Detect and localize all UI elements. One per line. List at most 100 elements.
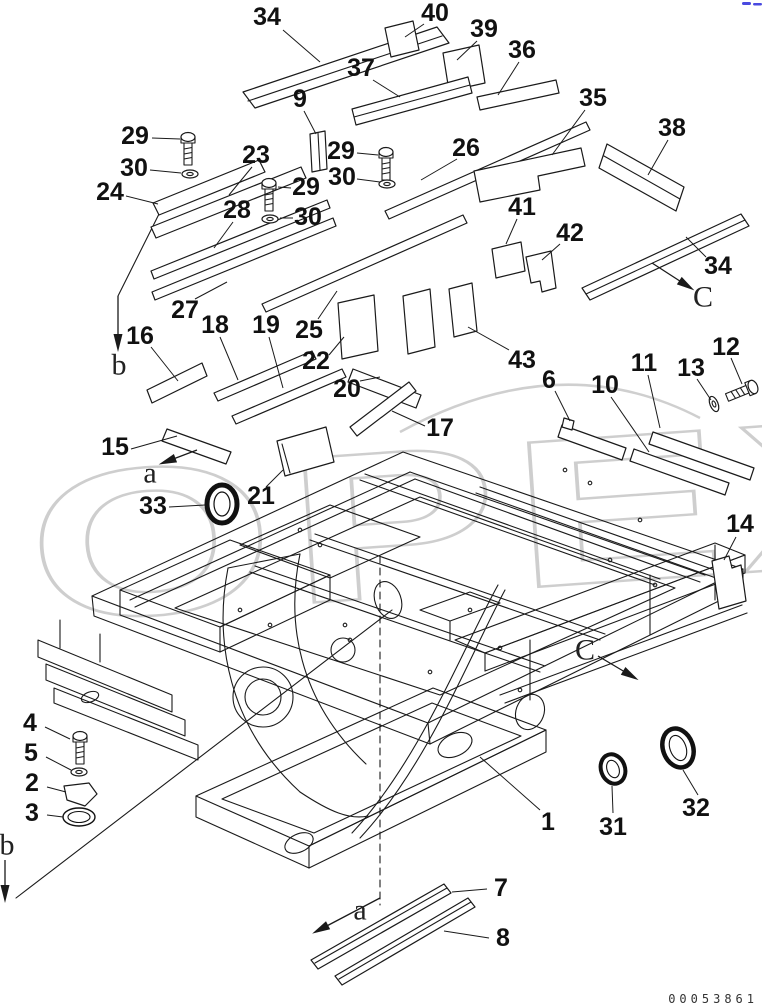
callout-leader-line (213, 221, 234, 249)
callout-leader-line (282, 29, 321, 63)
view-arrow-head (0, 885, 10, 903)
part-42-plate (525, 250, 557, 293)
callout-leader-line (46, 814, 64, 818)
part-callout-25: 25 (295, 316, 323, 344)
document-number: 00053861 (668, 992, 758, 1006)
part-callout-1: 1 (541, 808, 555, 836)
part-6-bracket (557, 424, 627, 461)
callout-leader-line (467, 326, 510, 351)
part-callout-30: 30 (120, 154, 148, 182)
part-16-plate (146, 362, 208, 404)
part-43-plate-b (448, 282, 478, 338)
part-callout-13: 13 (677, 354, 705, 382)
callout-leader-line (219, 336, 239, 381)
view-label-a: a (143, 457, 156, 490)
part-31-seal (598, 752, 628, 786)
part-29-bolt (378, 146, 394, 181)
part-callout-33: 33 (139, 492, 167, 520)
callout-leader-line (685, 236, 707, 258)
callout-leader-line (151, 137, 181, 140)
callout-leader-line (46, 786, 67, 793)
part-callout-34: 34 (253, 3, 281, 31)
callout-leader-line (317, 290, 338, 320)
part-callout-3: 3 (25, 799, 39, 827)
part-callout-4: 4 (23, 709, 37, 737)
callout-leader-line (723, 536, 737, 561)
callout-leader-line (610, 396, 650, 453)
watermark: OPEX (19, 366, 762, 668)
bolt-hole-dots (237, 467, 658, 693)
part-callout-38: 38 (658, 114, 686, 142)
callout-leader-line (149, 169, 182, 174)
part-18-rail (213, 350, 317, 402)
callout-leader-line (303, 110, 317, 135)
part-callout-9: 9 (293, 85, 307, 113)
part-callout-6: 6 (542, 366, 556, 394)
part-43-plate-a (402, 288, 436, 355)
view-arrow-head (312, 921, 331, 934)
blue-scan-artifact (742, 2, 762, 6)
callout-leader-line (505, 218, 518, 245)
part-40-plate (384, 20, 420, 58)
part-callout-30: 30 (328, 163, 356, 191)
part-callout-36: 36 (508, 36, 536, 64)
part-callout-34: 34 (704, 252, 732, 280)
callout-leader-line (359, 376, 381, 382)
part-39-plate (442, 44, 486, 92)
part-callout-7: 7 (494, 874, 508, 902)
part-callout-17: 17 (426, 414, 454, 442)
callout-leader-line (268, 336, 284, 389)
part-17-plate (349, 381, 417, 437)
part-callout-28: 28 (223, 196, 251, 224)
callout-leader-line (554, 390, 571, 422)
callout-leader-line (391, 410, 426, 427)
part-22-plate (337, 294, 379, 360)
part-callout-10: 10 (591, 371, 619, 399)
part-callout-42: 42 (556, 219, 584, 247)
callout-leader-line (44, 726, 71, 740)
callout-leader-line (647, 139, 669, 176)
part-10-strap (629, 448, 730, 496)
callout-leader-line (730, 357, 743, 385)
callout-leader-line (194, 281, 228, 300)
part-30-washer (378, 179, 396, 189)
part-callout-24: 24 (96, 178, 124, 206)
part-36-bar (476, 79, 560, 111)
callout-leader-line (356, 178, 381, 183)
part-28-bar (150, 199, 331, 280)
part-callout-2: 2 (25, 769, 39, 797)
part-callout-37: 37 (347, 54, 375, 82)
part-2-plate (63, 782, 98, 807)
callout-leader-line (228, 166, 253, 196)
callout-leader-line (479, 756, 541, 811)
view-label-b: b (112, 349, 127, 382)
part-callout-5: 5 (24, 739, 38, 767)
exploded-parts (62, 20, 761, 986)
view-label-a: a (353, 894, 366, 927)
part-callout-41: 41 (508, 193, 536, 221)
callout-leader-line (443, 930, 490, 939)
view-arrow-head (676, 276, 695, 291)
part-callout-11: 11 (631, 349, 658, 377)
view-label-C: C (693, 281, 713, 314)
callout-leader-line (168, 504, 206, 508)
part-callout-31: 31 (599, 813, 627, 841)
part-30-washer (181, 169, 199, 179)
part-27-bar (151, 217, 337, 301)
part-callout-22: 22 (302, 347, 330, 375)
callout-leader-line (372, 79, 401, 98)
part-32-seal (660, 726, 696, 770)
part-callout-29: 29 (121, 122, 149, 150)
callout-leader-line (497, 61, 520, 96)
part-callout-40: 40 (421, 0, 449, 27)
part-callout-23: 23 (242, 141, 270, 169)
callout-leader-line (277, 186, 292, 189)
part-19-rail (231, 368, 347, 425)
callout-leader-line (130, 435, 178, 450)
callout-leader-line (150, 346, 179, 382)
view-arrow-line (320, 897, 381, 930)
part-callout-27: 27 (171, 296, 199, 324)
